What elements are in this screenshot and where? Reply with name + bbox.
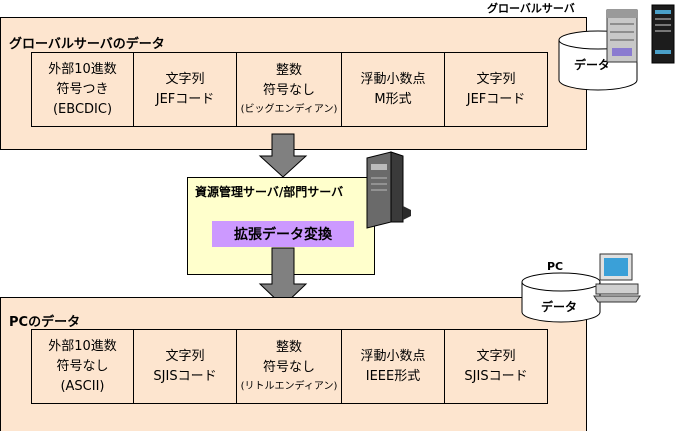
global-cell-4: 文字列 JEFコード — [444, 52, 548, 127]
pc-cell-1: 文字列 SJISコード — [133, 329, 237, 404]
pc-cell-2-line-1: 符号なし — [262, 359, 315, 375]
global-server-label: グローバルサーバ — [487, 2, 575, 15]
global-cell-1-line-0: 文字列 — [165, 71, 205, 87]
server-rack-icon — [606, 9, 638, 63]
global-cell-0: 外部10進数 符号つき (EBCDIC) — [31, 52, 134, 127]
desktop-computer-icon — [593, 253, 641, 303]
down-arrow-icon — [258, 247, 308, 307]
pc-data-title: PCのデータ — [9, 315, 81, 330]
global-cell-4-line-1: JEFコード — [466, 91, 526, 107]
global-cell-1-line-1: JEFコード — [155, 91, 215, 107]
global-cell-3: 浮動小数点 M形式 — [341, 52, 445, 127]
extended-conversion-label: 拡張データ変換 — [212, 221, 354, 247]
global-cell-4-line-0: 文字列 — [476, 71, 516, 87]
global-cell-2-line-1: 符号なし — [262, 82, 315, 98]
pc-cell-4-line-0: 文字列 — [476, 348, 516, 364]
pc-cell-3: 浮動小数点 IEEE形式 — [341, 329, 445, 404]
global-cell-2: 整数 符号なし (ビッグエンディアン) — [236, 52, 342, 127]
pc-db-label: データ — [541, 300, 578, 314]
database-icon — [521, 272, 601, 323]
resource-server-title: 資源管理サーバ/部門サーバ — [195, 185, 344, 199]
global-cell-0-line-2: (EBCDIC) — [52, 101, 113, 117]
pc-cell-0: 外部10進数 符号なし (ASCII) — [31, 329, 134, 404]
pc-cell-2-note: (リトルエンディアン) — [240, 380, 338, 392]
down-arrow-icon — [258, 133, 308, 178]
tower-server-icon — [366, 151, 411, 229]
pc-cell-1-line-1: SJISコード — [153, 368, 217, 384]
global-cell-1: 文字列 JEFコード — [133, 52, 237, 127]
pc-label: PC — [547, 260, 564, 273]
global-cell-0-line-1: 符号つき — [56, 81, 109, 97]
global-cell-2-line-0: 整数 — [275, 62, 302, 78]
pc-cell-1-line-0: 文字列 — [165, 348, 205, 364]
pc-cell-4-line-1: SJISコード — [464, 368, 528, 384]
pc-cell-4: 文字列 SJISコード — [444, 329, 548, 404]
pc-cell-2-line-0: 整数 — [275, 339, 302, 355]
global-db-label: データ — [574, 58, 611, 72]
global-cell-0-line-0: 外部10進数 — [48, 61, 117, 77]
global-cell-2-note: (ビッグエンディアン) — [240, 103, 338, 115]
mainframe-icon — [651, 4, 675, 64]
pc-cell-2: 整数 符号なし (リトルエンディアン) — [236, 329, 342, 404]
pc-cell-3-line-1: IEEE形式 — [365, 368, 421, 384]
global-cell-3-line-1: M形式 — [374, 91, 412, 107]
pc-cell-0-line-2: (ASCII) — [60, 378, 105, 394]
pc-cell-0-line-1: 符号なし — [56, 358, 109, 374]
pc-cell-3-line-0: 浮動小数点 — [360, 348, 426, 364]
pc-cell-0-line-0: 外部10進数 — [48, 338, 117, 354]
global-cell-3-line-0: 浮動小数点 — [360, 71, 426, 87]
global-data-title: グローバルサーバのデータ — [9, 37, 165, 52]
